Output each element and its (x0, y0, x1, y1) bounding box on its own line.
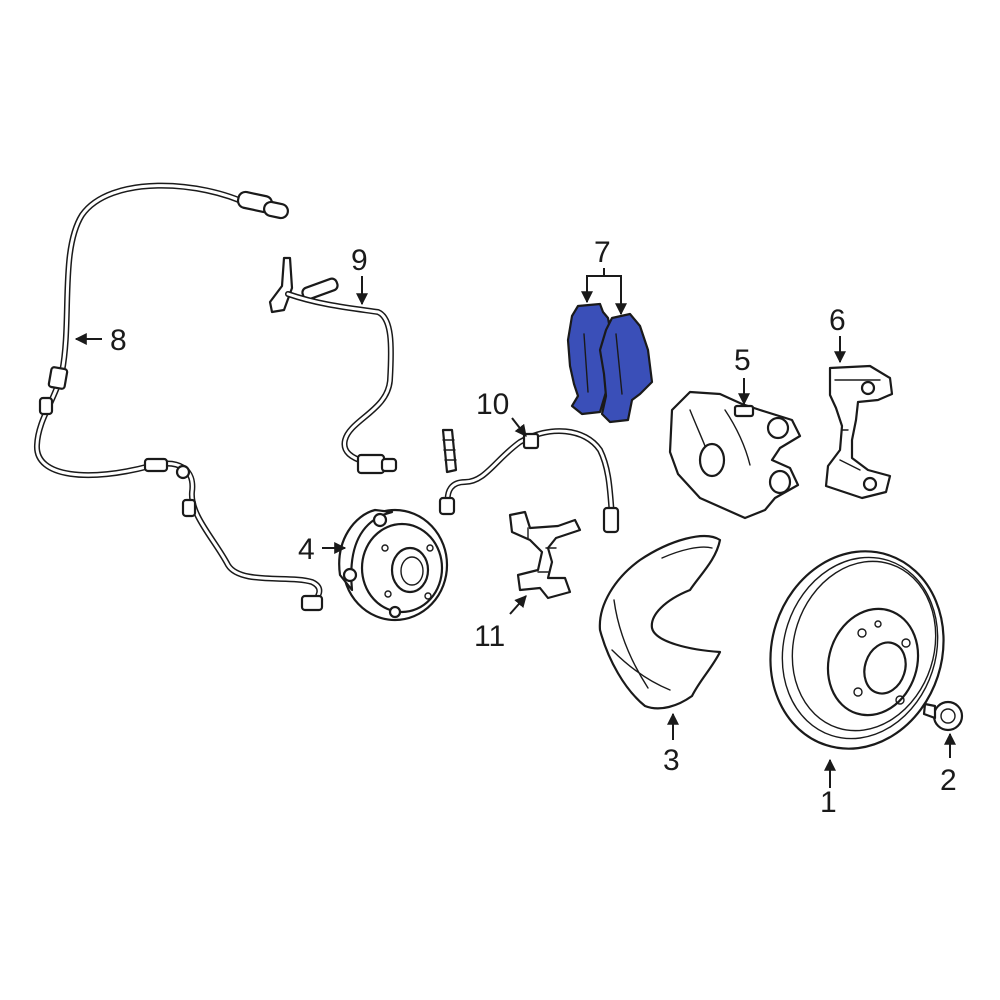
callout-11: 11 (474, 595, 527, 653)
callout-number-2: 2 (940, 764, 957, 797)
brake-rotor[interactable] (745, 529, 968, 772)
wheel-hub-assembly[interactable] (338, 508, 449, 622)
callout-number-9: 9 (351, 244, 368, 277)
brake-hose[interactable] (438, 428, 620, 534)
callout-number-11: 11 (474, 620, 505, 653)
callout-number-6: 6 (829, 304, 846, 337)
callout-6: 6 (829, 304, 846, 364)
callout-7: 7 (581, 236, 627, 316)
callout-8: 8 (74, 324, 127, 357)
callout-number-5: 5 (734, 344, 751, 377)
callout-number-8: 8 (110, 324, 127, 357)
callout-5: 5 (734, 344, 751, 406)
callout-number-4: 4 (298, 533, 315, 566)
callout-number-10: 10 (476, 388, 509, 421)
splash-shield[interactable] (598, 535, 722, 710)
callout-number-3: 3 (663, 744, 680, 777)
brake-caliper[interactable] (668, 390, 802, 520)
callout-1: 1 (820, 758, 837, 819)
callout-10: 10 (476, 388, 527, 437)
caliper-bracket[interactable] (824, 364, 894, 500)
abs-sensor-wire[interactable] (33, 182, 324, 612)
callout-2: 2 (940, 732, 957, 797)
rotor-screw[interactable] (922, 700, 964, 732)
callout-number-1: 1 (820, 786, 837, 819)
brake-pads[interactable] (566, 302, 654, 424)
callout-3: 3 (663, 712, 680, 777)
callout-number-7: 7 (594, 236, 611, 269)
brake-pad-wear-sensor[interactable] (268, 256, 398, 475)
callout-4: 4 (298, 533, 347, 566)
hose-bracket[interactable] (508, 510, 582, 600)
callout-9: 9 (351, 244, 368, 306)
